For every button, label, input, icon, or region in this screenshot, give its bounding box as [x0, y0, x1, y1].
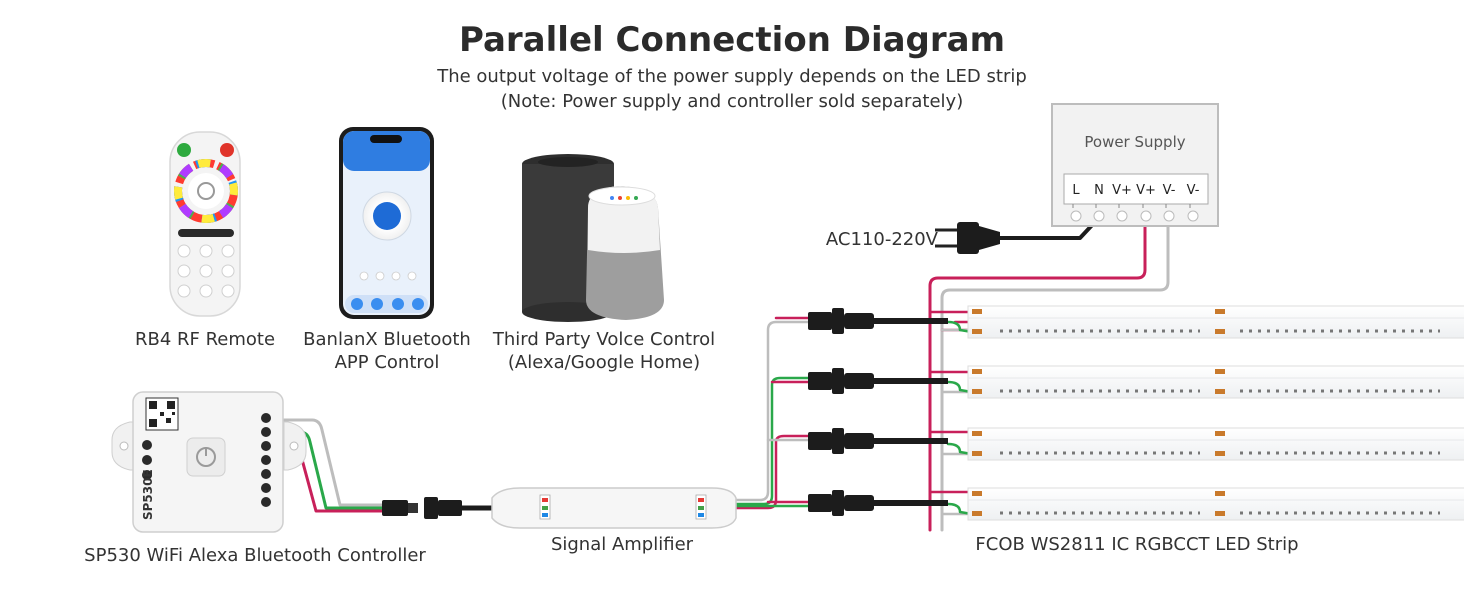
- power-on-icon: [177, 143, 191, 157]
- terminal-labels: L N V+ V+ V- V-: [1072, 183, 1199, 198]
- led-strip-3: [967, 427, 1464, 461]
- subtitle-line-1: The output voltage of the power supply d…: [437, 66, 1027, 87]
- splitter-1: [808, 308, 948, 334]
- brightness-bar: [178, 229, 234, 237]
- controller-label: SP530 WiFi Alexa Bluetooth Controller: [84, 545, 426, 566]
- led-strip-2: [967, 365, 1464, 399]
- subtitle-line-2: (Note: Power supply and controller sold …: [500, 91, 964, 112]
- google-home-icon: [586, 186, 664, 320]
- led-strip-1: [967, 305, 1464, 339]
- page-title: Parallel Connection Diagram: [458, 20, 1006, 60]
- app-label-line-2: APP Control: [334, 352, 440, 373]
- splitter-3: [808, 428, 948, 454]
- led-strip-4: [967, 487, 1464, 521]
- app-dial: [373, 202, 401, 230]
- voice-label-line-1: Third Party Volce Control: [492, 329, 716, 350]
- ac-input-label: AC110-220V: [825, 229, 938, 250]
- terminal-n: N: [1094, 183, 1104, 198]
- splitter-4: [808, 490, 948, 516]
- remote-label: RB4 RF Remote: [134, 329, 276, 350]
- signal-amplifier: [491, 487, 737, 529]
- controller-device: SP530E: [111, 391, 307, 533]
- voice-label-line-2: (Alexa/Google Home): [507, 352, 701, 373]
- app-label-line-1: BanlanX Bluetooth: [303, 329, 471, 350]
- strip-feed-wires: [928, 310, 974, 516]
- power-off-icon: [220, 143, 234, 157]
- terminal-vminus-2: V-: [1187, 183, 1200, 198]
- ac-cable: [998, 220, 1097, 240]
- controller-model: SP530E: [141, 469, 155, 520]
- power-supply: Power Supply L N V+ V+ V- V-: [1051, 103, 1219, 227]
- controller-connector: [382, 497, 492, 519]
- amplifier-label: Signal Amplifier: [550, 534, 694, 555]
- strip-label: FCOB WS2811 IC RGBCCT LED Strip: [975, 534, 1299, 555]
- led-strips: [967, 305, 1464, 521]
- terminal-screws: [1070, 210, 1199, 222]
- data-stubs: [946, 320, 974, 516]
- negative-wire: [940, 216, 1170, 532]
- splitter-2: [808, 368, 948, 394]
- positive-wire: [928, 216, 1147, 532]
- terminal-vplus-2: V+: [1136, 183, 1156, 198]
- terminal-vminus-1: V-: [1163, 183, 1176, 198]
- smartphone: [339, 127, 434, 319]
- terminal-vplus-1: V+: [1112, 183, 1132, 198]
- controller-power-button: [186, 437, 226, 477]
- terminal-l: L: [1072, 183, 1080, 198]
- smart-speakers: [522, 154, 664, 322]
- splitter-connectors: [808, 308, 948, 516]
- rf-remote: [169, 131, 241, 317]
- power-supply-title: Power Supply: [1084, 133, 1185, 151]
- ac-plug-icon: [935, 222, 1000, 254]
